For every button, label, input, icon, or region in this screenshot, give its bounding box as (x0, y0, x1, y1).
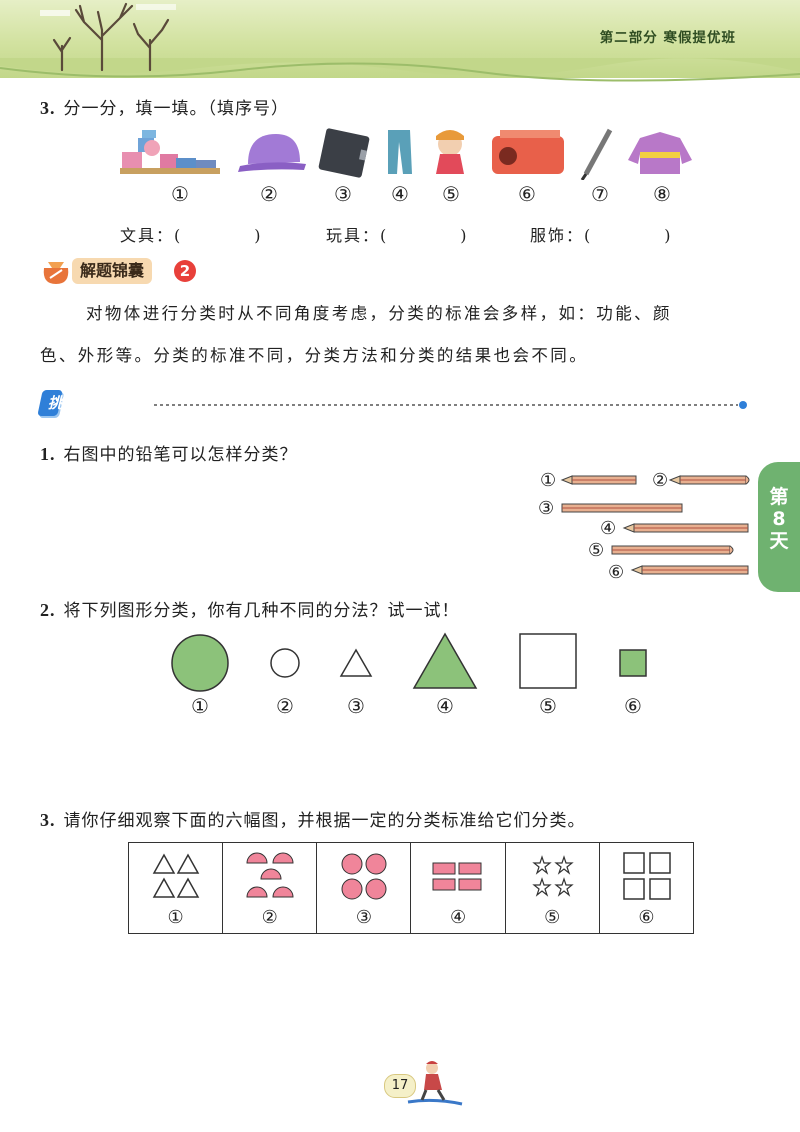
table-cell-label: ① (167, 907, 184, 928)
shape-label-3: ③ (347, 694, 365, 718)
item-label-1: ① (171, 182, 189, 206)
question-number: 3. (40, 810, 56, 830)
table-cell-1: ① (127, 842, 224, 934)
small-white-circle (270, 648, 300, 678)
table-cell-label: ② (261, 907, 278, 928)
notebook-icon (318, 128, 370, 178)
shapes-figure (171, 632, 647, 692)
item-label-4: ④ (391, 182, 409, 206)
item-label-6: ⑥ (518, 182, 536, 206)
pencil-label-2: ② (652, 470, 669, 491)
tips-badge: 解题锦囊 2 (38, 256, 198, 286)
jeans-icon (388, 130, 412, 174)
pencil-icon (580, 128, 613, 180)
question-2-prompt: 2. 将下列图形分类，你有几种不同的分法？试一试！ (40, 596, 460, 621)
four-triangles-icon (152, 853, 200, 898)
doll-icon (436, 130, 464, 174)
pencil-label-4: ④ (600, 518, 617, 539)
pencil-label-1: ① (540, 470, 557, 491)
tips-badge-label: 解题锦囊 (72, 258, 153, 284)
table-cell-label: ③ (355, 907, 372, 928)
question-text: 请你仔细观察下面的六幅图，并根据一定的分类标准给它们分类。 (63, 811, 586, 831)
classification-table: ① ② ③ (127, 842, 695, 934)
table-cell-2: ② (222, 842, 318, 934)
fill-clothes[interactable]: 服饰：( ) (530, 226, 673, 245)
tips-badge-number: 2 (174, 260, 196, 282)
item-label-8: ⑧ (653, 182, 671, 206)
table-cell-4: ④ (410, 842, 506, 934)
pencil-3 (561, 503, 683, 513)
table-cell-label: ⑥ (638, 907, 655, 928)
item-label-5: ⑤ (442, 182, 460, 206)
fill-toys[interactable]: 玩具：( ) (326, 226, 469, 245)
large-green-circle (171, 634, 229, 692)
pencil-label-5: ⑤ (588, 540, 605, 561)
header-title: 第二部分 寒假提优班 (599, 30, 736, 46)
challenge-badge-label: 挑战自我 (48, 394, 109, 412)
items-picture-row (120, 128, 692, 180)
building-blocks-icon (120, 130, 220, 174)
large-white-square (519, 633, 577, 689)
question-3-prompt: 3. 请你仔细观察下面的六幅图，并根据一定的分类标准给它们分类。 (40, 806, 586, 831)
table-cell-6: ⑥ (598, 842, 695, 934)
question-text: 右图中的铅笔可以怎样分类？ (63, 445, 298, 465)
question-3-top-prompt: 3. 分一分，填一填。（填序号） (40, 94, 289, 119)
question-text: 分一分，填一填。（填序号） (63, 99, 289, 119)
item-label-3: ③ (334, 182, 352, 206)
small-white-triangle (339, 648, 373, 677)
pencil-2 (668, 475, 750, 485)
question-text: 将下列图形分类，你有几种不同的分法？试一试！ (63, 601, 460, 621)
side-tab-line-3: 天 (769, 530, 789, 552)
bag-icon (43, 262, 69, 284)
table-cell-label: ④ (449, 907, 467, 928)
shape-label-6: ⑥ (624, 694, 642, 718)
large-green-triangle (412, 632, 478, 689)
pencil-sharpener-icon (492, 130, 564, 174)
tips-paragraph-line-2: 色、外形等。分类的标准不同，分类方法和分类的结果也会不同。 (40, 346, 589, 365)
question-number: 3. (40, 98, 56, 118)
item-label-7: ⑦ (591, 182, 609, 206)
table-cell-5: ⑤ (504, 842, 600, 934)
cap-icon (238, 134, 306, 172)
question-number: 2. (40, 600, 56, 620)
table-cell-label: ⑤ (544, 907, 561, 928)
shape-label-4: ④ (436, 694, 454, 718)
shape-label-5: ⑤ (539, 694, 557, 718)
side-tab-line-2: 8 (772, 508, 786, 530)
item-label-2: ② (260, 182, 278, 206)
day-side-tab: 第 8 天 (758, 462, 800, 592)
fill-stationery[interactable]: 文具：( ) (120, 226, 263, 245)
question-1-prompt: 1. 右图中的铅笔可以怎样分类？ (40, 440, 298, 465)
shape-label-2: ② (276, 694, 294, 718)
five-semicircles-icon (246, 852, 294, 898)
tips-paragraph-line-1: 对物体进行分类时从不同角度考虑，分类的标准会多样，如：功能、颜 (86, 304, 672, 323)
pencil-6 (630, 565, 749, 575)
pencil-label-6: ⑥ (608, 562, 625, 583)
header-wave-decoration (0, 58, 800, 82)
pencil-4 (622, 523, 749, 533)
table-cell-3: ③ (316, 842, 412, 934)
side-tab-line-1: 第 (769, 486, 789, 508)
four-stars-icon (531, 855, 574, 897)
dotted-divider (154, 401, 747, 409)
question-number: 1. (40, 444, 56, 464)
four-rectangles-icon (432, 862, 482, 891)
sweater-icon (628, 132, 692, 174)
small-green-square (619, 649, 647, 677)
pencil-5 (611, 545, 734, 555)
tree-decoration-icon (40, 2, 176, 72)
pencils-figure (560, 475, 750, 575)
page-number: 17 (384, 1074, 416, 1098)
challenge-badge: 挑战自我 (37, 388, 150, 420)
skiing-child-icon (407, 1061, 463, 1106)
four-squares-icon (623, 852, 671, 900)
pencil-1 (560, 475, 637, 485)
pencil-label-3: ③ (538, 498, 555, 519)
four-circles-icon (341, 853, 387, 900)
shape-label-1: ① (191, 694, 209, 718)
